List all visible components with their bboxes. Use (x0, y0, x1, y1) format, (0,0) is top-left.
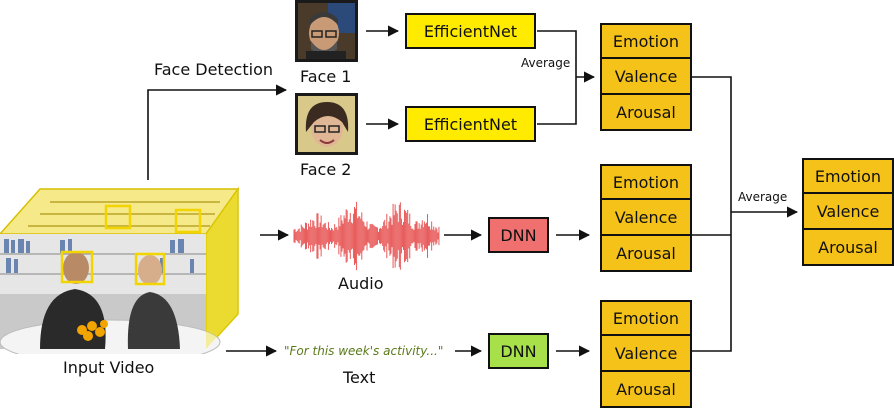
output-emotion: Emotion (600, 300, 692, 336)
face1-label: Face 1 (300, 67, 352, 86)
output-valence: Valence (600, 59, 692, 95)
face2-label: Face 2 (300, 160, 352, 179)
output-emotion: Emotion (600, 164, 692, 200)
face-detection-arrow (147, 84, 288, 180)
final-arousal: Arousal (802, 230, 894, 266)
audio-output-stack: Emotion Valence Arousal (600, 164, 692, 272)
face-detection-label: Face Detection (154, 60, 273, 79)
average-right-join (691, 76, 732, 352)
input-video-label: Input Video (63, 358, 155, 377)
output-arousal: Arousal (600, 95, 692, 131)
input-video-scene (0, 186, 240, 354)
final-emotion: Emotion (802, 158, 894, 194)
audio-dnn-box: DNN (488, 217, 549, 253)
final-output-stack: Emotion Valence Arousal (802, 158, 894, 266)
face-output-stack: Emotion Valence Arousal (600, 23, 692, 131)
text-output-stack: Emotion Valence Arousal (600, 300, 692, 408)
efficientnet-face1-box: EfficientNet (405, 13, 536, 49)
text-dnn-box: DNN (488, 333, 549, 369)
average-top-join (537, 30, 577, 125)
output-valence: Valence (600, 336, 692, 372)
face1-photo (295, 0, 358, 62)
average-top-label: Average (521, 56, 571, 70)
final-valence: Valence (802, 194, 894, 230)
audio-waveform-icon (293, 201, 440, 271)
efficientnet-face2-box: EfficientNet (405, 106, 536, 142)
output-valence: Valence (600, 200, 692, 236)
average-right-label: Average (738, 190, 788, 204)
output-arousal: Arousal (600, 236, 692, 272)
audio-label: Audio (338, 274, 384, 293)
text-label: Text (343, 368, 376, 387)
output-emotion: Emotion (600, 23, 692, 59)
output-arousal: Arousal (600, 372, 692, 408)
transcript-quote: "For this week's activity..." (284, 344, 444, 358)
face2-photo (295, 93, 358, 155)
